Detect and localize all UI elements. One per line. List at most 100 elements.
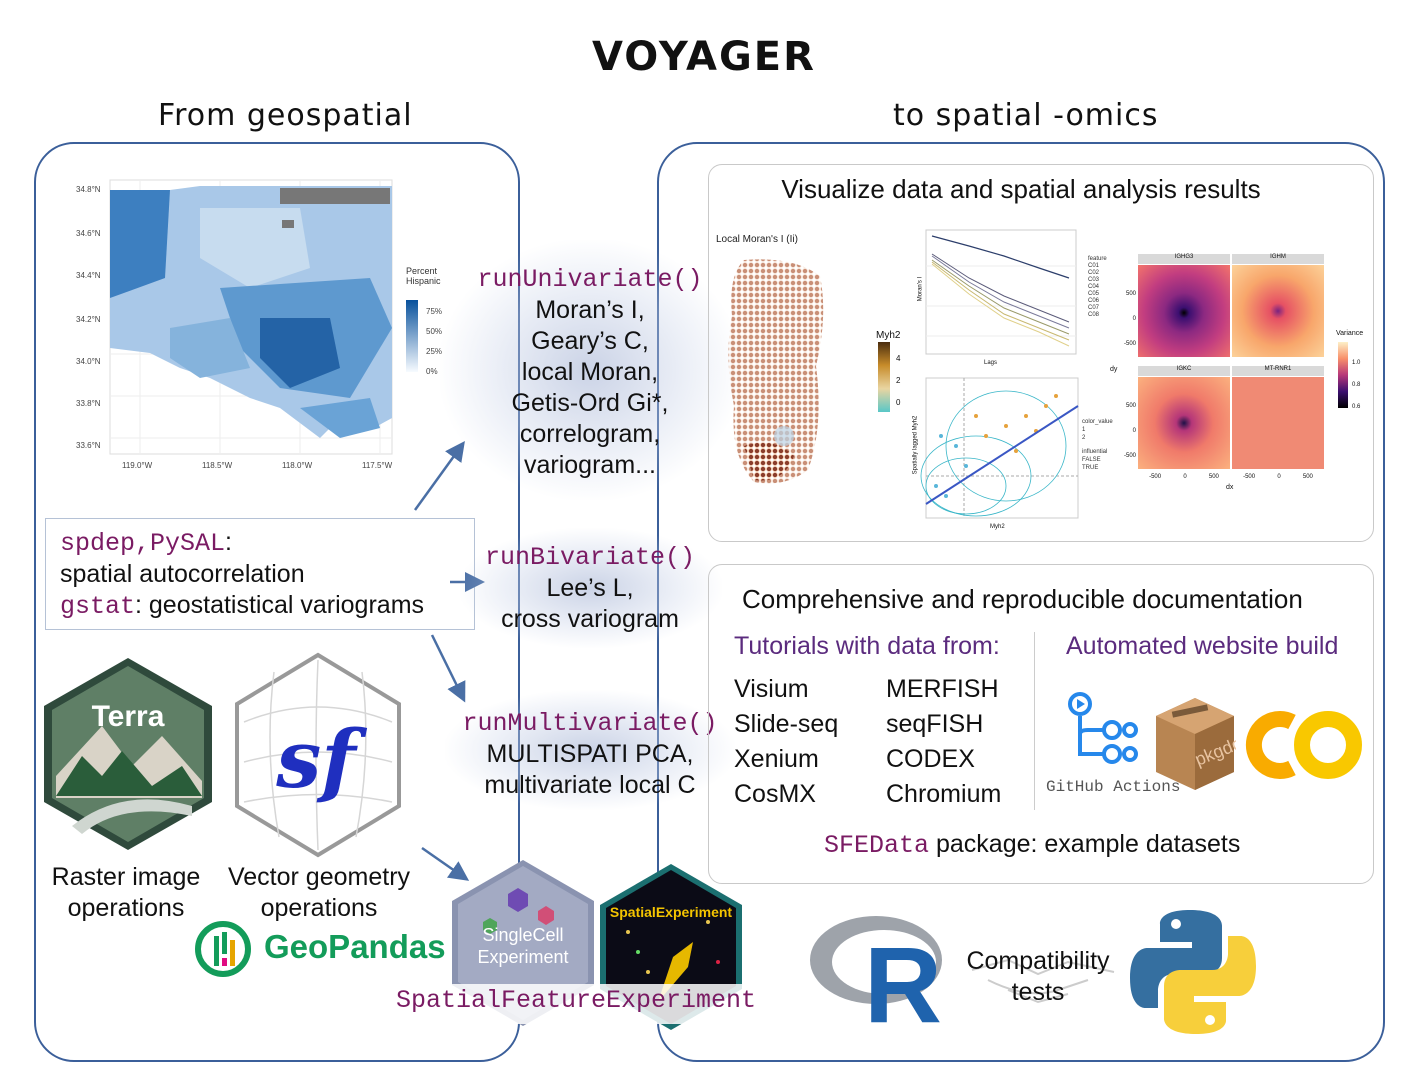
myh2-legend-title: Myh2: [876, 330, 901, 341]
map-legend-tick: 0%: [426, 367, 438, 376]
bivariate-item: Lee’s L,: [546, 574, 634, 602]
correlogram-legend-item: C05: [1088, 291, 1100, 297]
pkg-spdep-pysal: spdep,PySAL: [60, 529, 226, 558]
correlogram-legend-item: C07: [1088, 305, 1100, 311]
vario-panel-title: MT-RNR1: [1232, 366, 1324, 376]
scatter-legend-item: TRUE: [1082, 465, 1099, 471]
scatter-xlabel: Myh2: [990, 524, 1005, 530]
sce-label: SingleCell Experiment: [477, 925, 569, 967]
vario-legend-bar: [1338, 342, 1348, 408]
correlogram-legend-item: C01: [1088, 263, 1100, 269]
map-xtick: 117.5°W: [362, 461, 393, 470]
multivariate-item: MULTISPATI PCA,: [486, 740, 694, 768]
correlogram-ylabel: Moran's I: [917, 276, 924, 302]
colab-icon: [1245, 711, 1362, 779]
sfedata-line: SFEData package: example datasets: [824, 830, 1240, 860]
docs-divider: [1034, 632, 1035, 810]
map-legend-tick: 50%: [426, 327, 442, 336]
vario-xtick: 0: [1277, 474, 1281, 480]
tutorial-item: Slide-seq: [734, 710, 839, 738]
viz-panel: [708, 164, 1374, 542]
sfedata-pkg: SFEData: [824, 831, 930, 860]
vario-ytick: 500: [1125, 291, 1136, 297]
moran-title: Local Moran's I (Ii): [716, 234, 798, 245]
map-ytick: 34.0°N: [76, 357, 101, 366]
scatter-legend-title: influential: [1082, 449, 1108, 455]
pkgdown-icon: pkgdown: [1156, 698, 1236, 790]
page-title: VOYAGER: [592, 34, 816, 80]
spe-label: SpatialExperiment: [609, 904, 733, 920]
tutorial-item: seqFISH: [886, 710, 984, 738]
multivariate-block: runMultivariate() MULTISPATI PCA, multiv…: [440, 708, 740, 801]
correlogram-plot: Lags Moran's I: [914, 226, 1084, 372]
vario-map-mtrnr1: [1232, 377, 1324, 469]
correlogram-xlabel: Lags: [984, 360, 998, 366]
right-heading: to spatial -omics: [893, 98, 1159, 133]
pkg-gstat: gstat: [60, 592, 136, 621]
website-label: Automated website build: [1066, 632, 1339, 660]
vario-panel-title: IGHG3: [1138, 254, 1230, 264]
tutorial-item: Xenium: [734, 745, 819, 773]
myh2-tick: 0: [896, 398, 901, 407]
raster-caption: Raster image operations: [51, 863, 201, 922]
vario-xtick: -500: [1149, 474, 1162, 480]
map-ytick: 33.6°N: [76, 441, 101, 450]
correlogram-legend-item: C08: [1088, 312, 1100, 318]
map-legend-bar: [406, 300, 418, 372]
handshake-icon: [971, 958, 1115, 1004]
tutorial-item: Visium: [734, 675, 809, 703]
univariate-item: local Moran,: [521, 358, 659, 386]
vector-caption: Vector geometry operations: [227, 863, 411, 922]
myh2-ticks: 4 2 0: [896, 348, 900, 414]
compat-label: Compatibility tests: [966, 947, 1110, 1006]
univariate-block: runUnivariate() Moran’s I, Geary’s C, lo…: [450, 264, 730, 481]
map-ytick: 34.4°N: [76, 271, 101, 280]
vario-xticks: -500 0 500: [1138, 474, 1230, 480]
terra-label: Terra: [92, 700, 165, 733]
moran-scatter-plot: Myh2 Spatially lagged Myh2: [912, 376, 1084, 534]
bivariate-block: runBivariate() Lee’s L, cross variogram: [450, 542, 730, 635]
run-multivariate-fn: runMultivariate(): [462, 709, 718, 738]
correlogram-legend-item: C03: [1088, 277, 1100, 283]
vario-xlabel: dx: [1226, 484, 1234, 491]
univariate-item: Getis-Ord Gi*,: [511, 389, 669, 417]
viz-heading: Visualize data and spatial analysis resu…: [781, 174, 1261, 204]
map-legend-title: Percent Hispanic: [406, 266, 441, 286]
gstat-desc: : geostatistical variograms: [135, 591, 425, 619]
vario-map-ighm: [1232, 265, 1324, 357]
vario-ytick: 500: [1125, 403, 1136, 409]
correlogram-legend-item: C04: [1088, 284, 1100, 290]
geopandas-icon: [195, 921, 251, 977]
vario-ylabel: dy: [1110, 366, 1118, 373]
map-xtick: 118.0°W: [282, 461, 313, 470]
tutorial-item: Chromium: [886, 780, 1002, 808]
vario-yticks: 500 0 -500: [1120, 282, 1136, 357]
tutorial-item: CODEX: [886, 745, 975, 773]
vario-xtick: 500: [1302, 474, 1313, 480]
vario-map-igkc: [1138, 377, 1230, 469]
tutorial-item: MERFISH: [886, 675, 999, 703]
map-ytick: 34.6°N: [76, 229, 101, 238]
geopandas-logo: GeoPandas: [194, 920, 446, 978]
vario-yticks: 500 0 -500: [1120, 394, 1136, 469]
vario-legend-tick: 1.0: [1352, 360, 1361, 366]
map-legend-tick: 75%: [426, 307, 442, 316]
multivariate-item: multivariate local C: [484, 771, 696, 799]
correlogram-legend-item: C06: [1088, 298, 1100, 304]
vario-xticks: -500 0 500: [1232, 474, 1324, 480]
local-moran-map: [724, 256, 828, 488]
r-label: R: [864, 924, 942, 1026]
myh2-legend-bar: [878, 342, 890, 412]
vario-legend-tick: 0.6: [1352, 404, 1361, 410]
hispanic-map: 34.8°N 34.6°N 34.4°N 34.2°N 34.0°N 33.8°…: [70, 168, 450, 478]
correlogram-legend: feature C01 C02 C03 C04 C05 C06 C07 C08: [1088, 256, 1107, 319]
scatter-legend-item: 2: [1082, 435, 1086, 441]
scatter-legend-item: 1: [1082, 427, 1086, 433]
scatter-legend-item: FALSE: [1082, 457, 1101, 463]
tutorial-col-1: Visium Slide-seq Xenium CosMX: [734, 672, 838, 812]
geopandas-label: GeoPandas: [264, 928, 446, 965]
vario-xtick: 0: [1183, 474, 1187, 480]
left-heading: From geospatial: [158, 98, 413, 133]
github-actions-icon: [1068, 692, 1138, 764]
vario-ytick: -500: [1123, 453, 1136, 459]
